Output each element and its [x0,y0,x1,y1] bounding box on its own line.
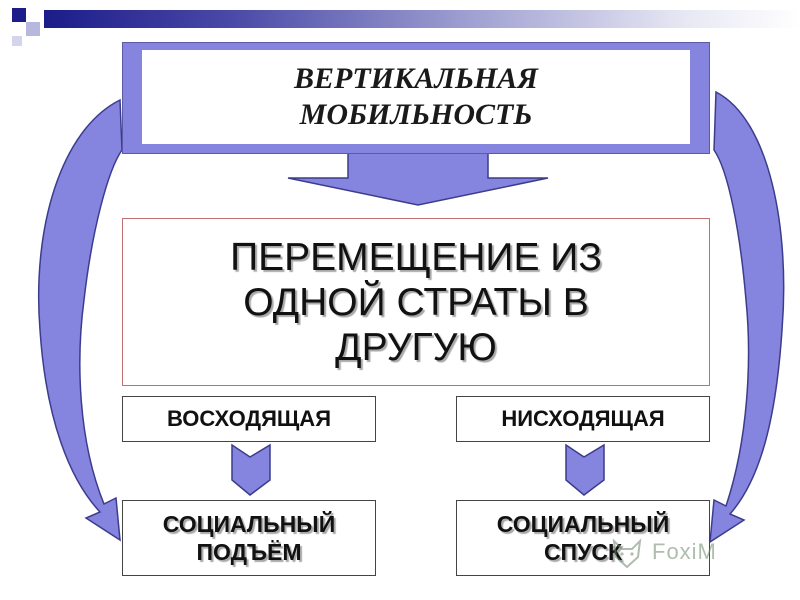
social-rise-box: СОЦИАЛЬНЫЙ ПОДЪЁМ [122,500,376,576]
title-line-1: ВЕРТИКАЛЬНАЯ [294,62,538,95]
title-down-arrow [287,149,549,206]
definition-line-2: ОДНОЙ СТРАТЫ В [243,280,589,324]
right-small-down-arrow [565,443,605,496]
social-rise-line-2: ПОДЪЁМ [196,539,302,565]
left-small-down-arrow [231,443,271,496]
definition-box: ПЕРЕМЕЩЕНИЕ ИЗ ОДНОЙ СТРАТЫ В ДРУГУЮ [122,218,710,386]
title-line-2: МОБИЛЬНОСТЬ [299,98,533,131]
left-curved-arrow [37,98,123,542]
deco-square-light [26,22,40,36]
definition-line-3: ДРУГУЮ [335,325,497,369]
right-curved-arrow [709,90,785,544]
social-rise-line-1: СОЦИАЛЬНЫЙ [162,511,336,537]
deco-square-light-2 [12,36,22,46]
definition-line-1: ПЕРЕМЕЩЕНИЕ ИЗ [230,235,602,279]
watermark: FoxiM [610,535,717,569]
ascending-label: ВОСХОДЯЩАЯ [166,406,332,431]
top-gradient-bar [44,10,800,28]
diagram-title: ВЕРТИКАЛЬНАЯ МОБИЛЬНОСТЬ [142,50,690,144]
fox-logo-icon [612,538,642,569]
watermark-text: FoxiM [652,539,717,564]
social-descent-line-2: СПУСК [543,539,623,565]
social-descent-line-1: СОЦИАЛЬНЫЙ [496,511,670,537]
deco-square-dark [12,8,26,22]
descending-label: НИСХОДЯЩАЯ [501,406,665,431]
descending-box: НИСХОДЯЩАЯ [456,396,710,442]
ascending-box: ВОСХОДЯЩАЯ [122,396,376,442]
social-descent-box: СОЦИАЛЬНЫЙ СПУСК [456,500,710,576]
